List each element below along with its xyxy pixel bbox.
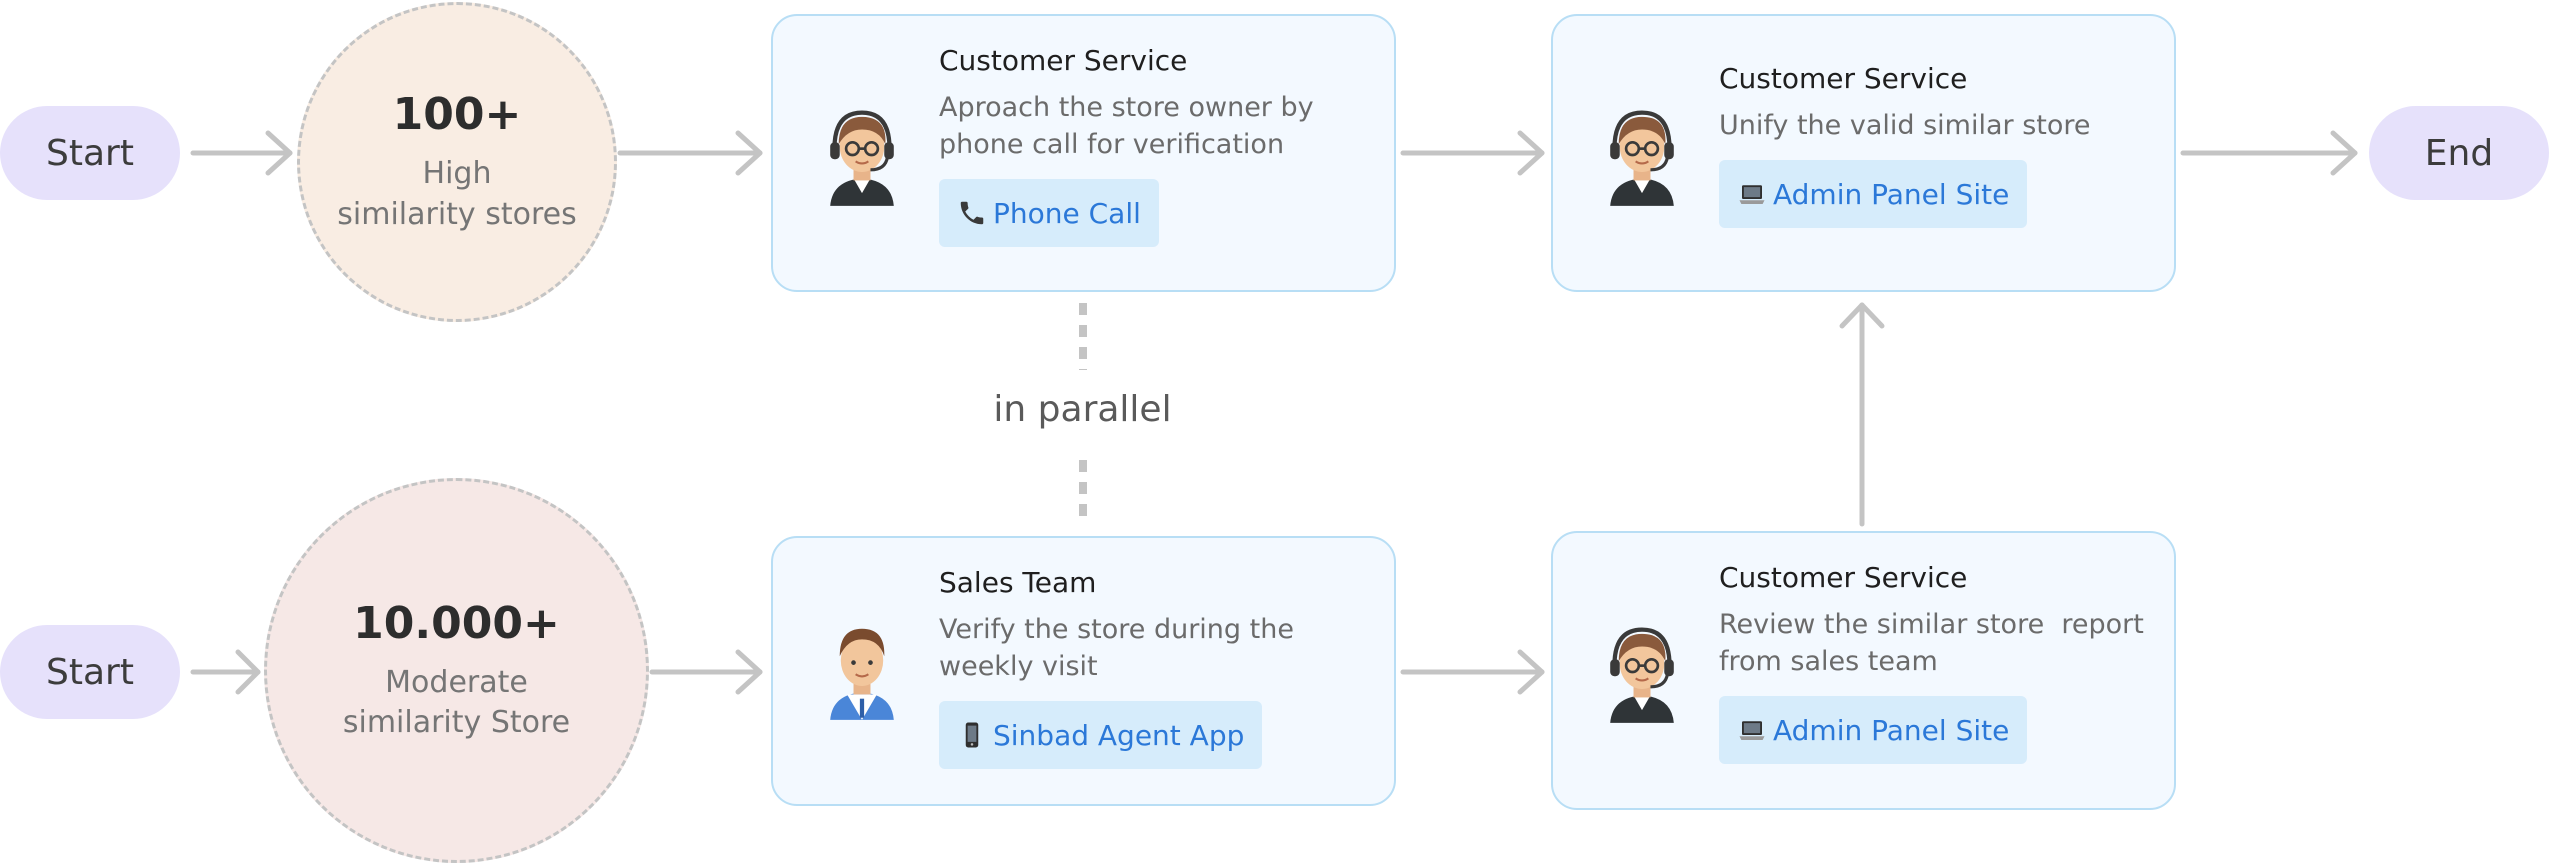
card-phone-verification: Customer Service Aproach the store owner… — [771, 14, 1396, 292]
card-content: Customer Service Aproach the store owner… — [939, 44, 1370, 247]
card-content: Sales Team Verify the store during the w… — [939, 566, 1370, 769]
description-line: Review the similar store report — [1719, 609, 2144, 640]
card-description: Aproach the store owner by phone call fo… — [939, 89, 1370, 163]
description-line: phone call for verification — [939, 129, 1285, 160]
description-line: weekly visit — [939, 651, 1098, 682]
start-node-top: Start — [0, 106, 180, 200]
start-label: Start — [46, 651, 134, 693]
arrow-moderate-to-sales-card — [649, 649, 763, 695]
arrow-start-to-moderate — [190, 649, 261, 695]
card-title: Customer Service — [1719, 561, 1968, 594]
arrow-high-to-phone-card — [617, 130, 763, 176]
end-node: End — [2369, 106, 2549, 200]
moderate-similarity-line1: Moderate — [385, 664, 528, 700]
laptop-icon — [1739, 185, 1765, 204]
chip-label: Admin Panel Site — [1773, 713, 2010, 747]
telephone-icon — [960, 201, 984, 225]
start-label: Start — [46, 132, 134, 174]
salesman-icon — [830, 628, 894, 720]
card-content: Customer Service Unify the valid similar… — [1719, 62, 2150, 228]
admin-panel-chip[interactable]: Admin Panel Site — [1719, 696, 2028, 764]
high-similarity-line1: High — [422, 156, 492, 191]
phone-call-chip[interactable]: Phone Call — [939, 179, 1159, 247]
customer-service-agent-icon — [1610, 110, 1674, 206]
admin-panel-chip[interactable]: Admin Panel Site — [1719, 160, 2028, 228]
card-title: Customer Service — [939, 44, 1188, 77]
arrow-sales-card-to-review-card — [1400, 649, 1545, 695]
description-line: from sales team — [1719, 646, 1938, 677]
arrow-review-card-to-unify-card — [1839, 302, 1885, 527]
card-unify-store: Customer Service Unify the valid similar… — [1551, 14, 2176, 292]
moderate-similarity-count: 10.000+ — [353, 597, 560, 649]
chip-label: Sinbad Agent App — [993, 718, 1245, 752]
card-sales-visit: Sales Team Verify the store during the w… — [771, 536, 1396, 806]
description-line: Unify the valid similar store — [1719, 110, 2091, 141]
mobile-phone-icon — [965, 722, 979, 748]
card-review-report: Customer Service Review the similar stor… — [1551, 531, 2176, 810]
moderate-similarity-node: 10.000+ Moderate similarity Store — [264, 478, 649, 863]
arrow-phone-card-to-unify-card — [1400, 130, 1545, 176]
high-similarity-count: 100+ — [392, 89, 522, 140]
high-similarity-line2: similarity stores — [337, 196, 577, 232]
high-similarity-node: 100+ High similarity stores — [297, 2, 617, 322]
card-description: Review the similar store report from sal… — [1719, 606, 2150, 680]
end-label: End — [2424, 132, 2494, 174]
card-description: Verify the store during the weekly visit — [939, 611, 1370, 685]
card-title: Sales Team — [939, 566, 1097, 599]
description-line: Aproach the store owner by — [939, 92, 1314, 123]
card-title: Customer Service — [1719, 62, 1968, 95]
card-content: Customer Service Review the similar stor… — [1719, 561, 2150, 764]
customer-service-agent-icon — [1610, 627, 1674, 723]
laptop-icon — [1739, 721, 1765, 740]
moderate-similarity-line2: similarity Store — [342, 705, 571, 740]
start-node-bottom: Start — [0, 625, 180, 719]
customer-service-agent-icon — [830, 110, 894, 206]
chip-label: Admin Panel Site — [1773, 177, 2010, 211]
card-description: Unify the valid similar store — [1719, 107, 2150, 144]
arrow-unify-card-to-end — [2180, 130, 2358, 176]
chip-label: Phone Call — [993, 196, 1141, 230]
arrow-start-to-high — [190, 130, 293, 176]
sinbad-agent-app-chip[interactable]: Sinbad Agent App — [939, 701, 1263, 769]
parallel-label: in parallel — [993, 389, 1172, 430]
description-line: Verify the store during the — [939, 614, 1294, 645]
